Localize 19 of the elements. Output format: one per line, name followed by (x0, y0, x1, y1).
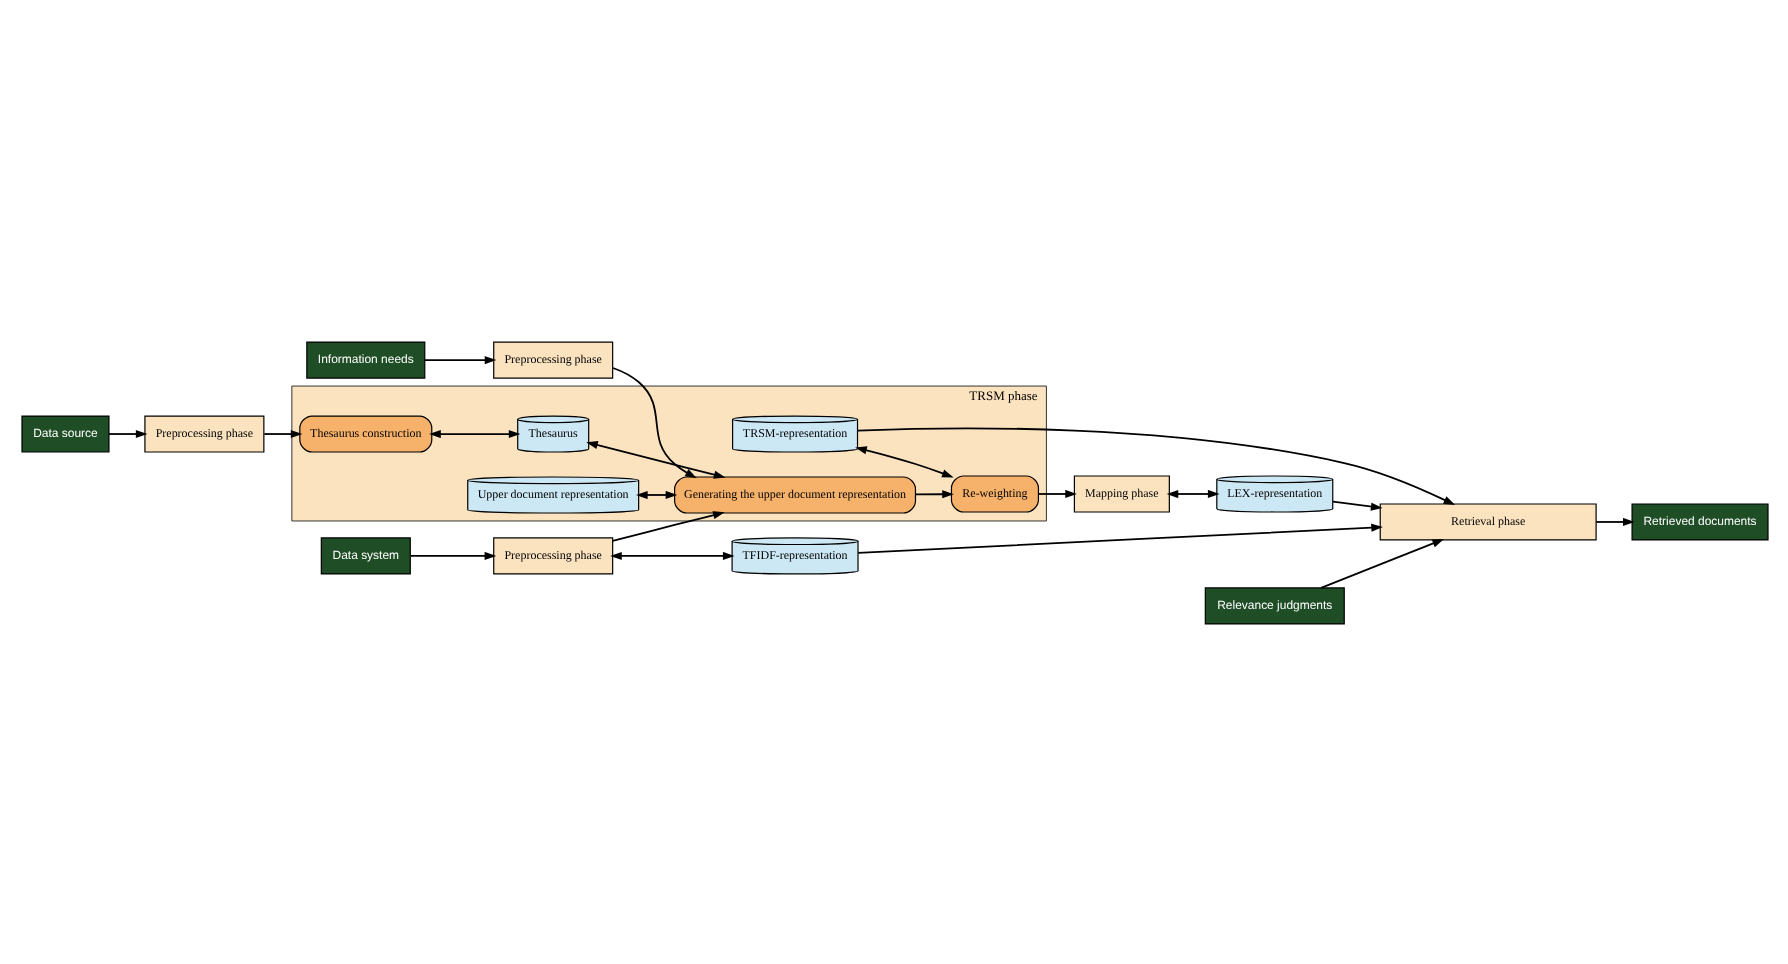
arrow (1036, 488, 1076, 498)
arrow (423, 355, 496, 364)
arrow (1331, 499, 1382, 510)
arrow (1594, 516, 1634, 526)
arrow (913, 489, 953, 498)
arrow (856, 522, 1382, 553)
arrow (609, 550, 734, 560)
arrow (854, 445, 953, 477)
arrow (635, 489, 677, 499)
arrow (610, 510, 724, 541)
arrow (428, 428, 520, 438)
arrow (1165, 488, 1219, 498)
arrow (408, 550, 496, 560)
arrow (855, 426, 1455, 505)
arrow (262, 428, 302, 438)
arrow (611, 366, 696, 478)
arrow (585, 440, 725, 478)
arrow (107, 428, 147, 438)
arrow (1319, 538, 1444, 588)
